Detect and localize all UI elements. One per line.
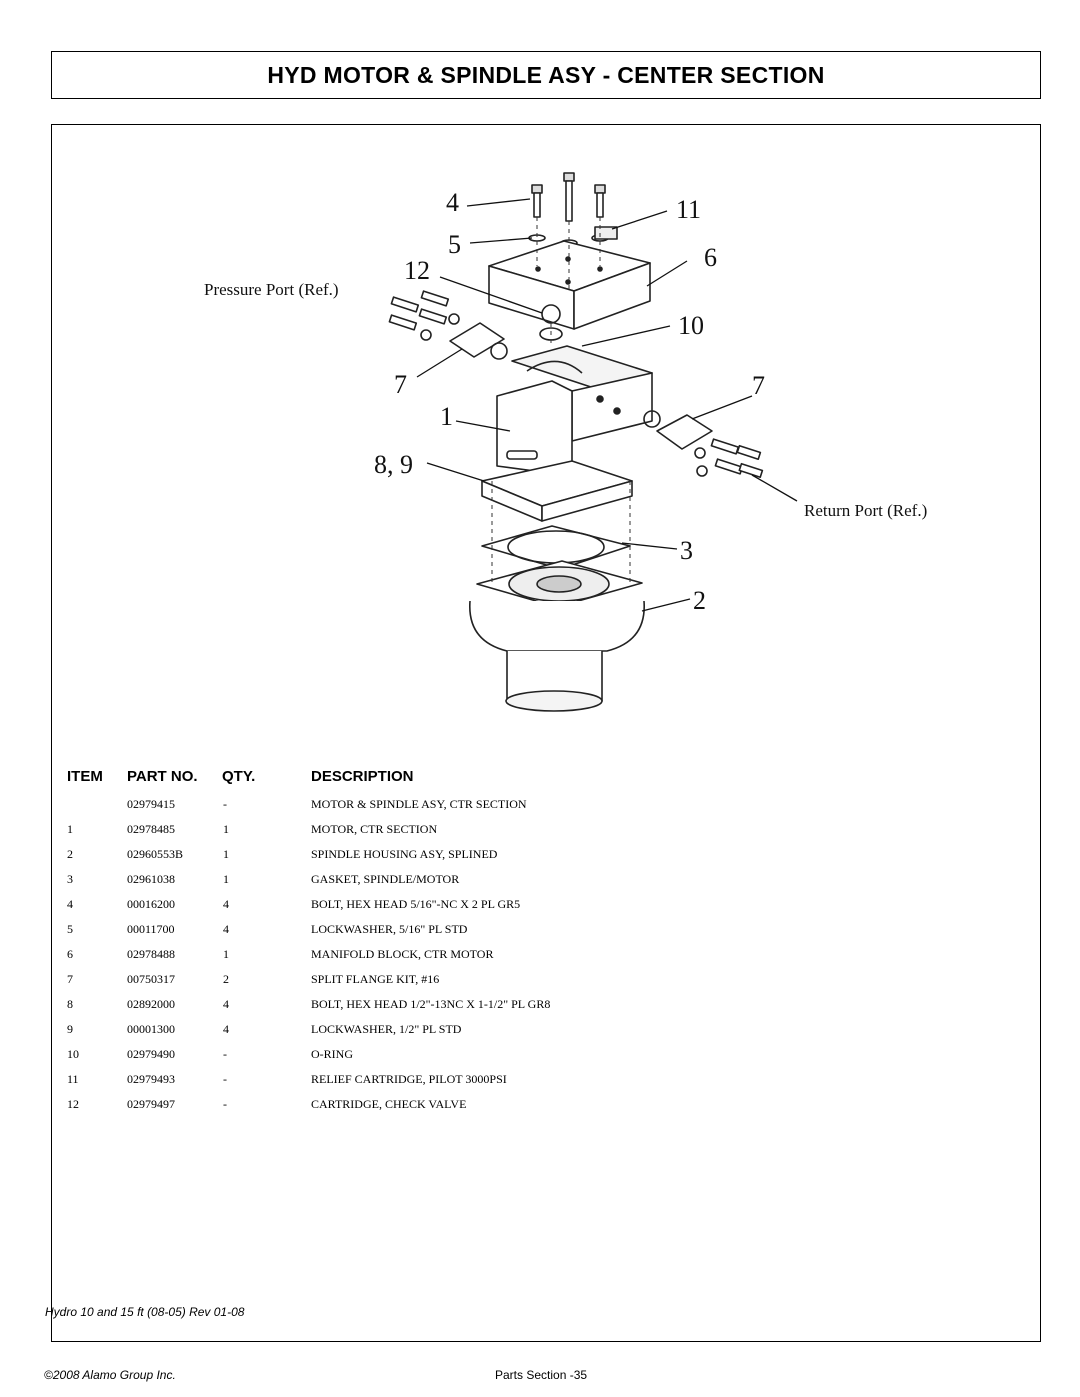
part-number-cell: 02979497 — [127, 1097, 175, 1111]
title-box: HYD MOTOR & SPINDLE ASY - CENTER SECTION — [51, 51, 1041, 99]
callout-label: 5 — [448, 230, 461, 259]
description-cell: MOTOR & SPINDLE ASY, CTR SECTION — [311, 797, 527, 811]
callout-label: 3 — [680, 536, 693, 565]
callout-label: 2 — [693, 586, 706, 615]
callout-label: 4 — [446, 188, 459, 217]
description-cell: MANIFOLD BLOCK, CTR MOTOR — [311, 947, 494, 961]
pressure-port-label: Pressure Port (Ref.) — [204, 280, 339, 299]
quantity-cell: - — [223, 1072, 227, 1086]
part-number-cell: 00011700 — [127, 922, 175, 936]
part-number-cell: 00750317 — [127, 972, 175, 986]
quantity-cell: 1 — [223, 822, 229, 836]
quantity-cell: 1 — [223, 847, 229, 861]
description-cell: GASKET, SPINDLE/MOTOR — [311, 872, 460, 886]
callout-label: 7 — [752, 371, 765, 400]
part-number-cell: 02979490 — [127, 1047, 175, 1061]
callout-label: 7 — [394, 370, 407, 399]
bolt-icon — [531, 172, 606, 222]
description-cell: SPINDLE HOUSING ASY, SPLINED — [311, 847, 498, 861]
item-cell: 4 — [67, 897, 73, 911]
item-cell: 8 — [67, 997, 73, 1011]
table-row: 4 00016200 4 BOLT, HEX HEAD 5/16"-NC X 2 PL… — [52, 897, 1042, 922]
part-number-cell: 02979415 — [127, 797, 175, 811]
motor-icon — [481, 345, 653, 522]
table-row: 12 02979497 - CARTRIDGE, CHECK VALVE — [52, 1097, 1042, 1122]
page-title: HYD MOTOR & SPINDLE ASY - CENTER SECTION — [267, 61, 825, 88]
table-row: 5 00011700 4 LOCKWASHER, 5/16" PL STD — [52, 922, 1042, 947]
quantity-cell: 1 — [223, 947, 229, 961]
copyright-text: ©2008 Alamo Group Inc. — [44, 1368, 176, 1382]
description-cell: LOCKWASHER, 5/16" PL STD — [311, 922, 468, 936]
quantity-cell: 4 — [223, 1022, 229, 1036]
quantity-cell: - — [223, 1097, 227, 1111]
table-row: 02979415 - MOTOR & SPINDLE ASY, CTR SECTIO… — [52, 797, 1042, 822]
parts-panel: 4 5 11 12 6 10 7 7 1 8, 9 3 2 Pressure P… — [45, 124, 1042, 1342]
item-cell: 12 — [67, 1097, 79, 1111]
column-header-qty: QTY. — [222, 768, 256, 785]
description-cell: O-RING — [311, 1047, 353, 1061]
quantity-cell: 1 — [223, 872, 229, 886]
part-number-cell: 02960553B — [127, 847, 184, 861]
table-row: 8 02892000 4 BOLT, HEX HEAD 1/2"-13NC X 1-1… — [52, 997, 1042, 1022]
table-row: 3 02961038 1 GASKET, SPINDLE/MOTOR — [52, 872, 1042, 897]
table-row: 1 02978485 1 MOTOR, CTR SECTION — [52, 822, 1042, 847]
callout-label: 1 — [440, 402, 453, 431]
spindle-housing-icon — [469, 560, 645, 712]
part-number-cell: 02978488 — [127, 947, 175, 961]
callout-label: 11 — [676, 195, 701, 224]
item-cell: 1 — [67, 822, 73, 836]
exploded-view-diagram: 4 5 11 12 6 10 7 7 1 8, 9 3 2 Pressure P… — [204, 172, 927, 712]
description-cell: LOCKWASHER, 1/2" PL STD — [311, 1022, 462, 1036]
item-cell: 7 — [67, 972, 73, 986]
part-number-cell: 02961038 — [127, 872, 175, 886]
quantity-cell: 4 — [223, 897, 229, 911]
column-header-item: ITEM — [67, 768, 103, 785]
quantity-cell: 4 — [223, 997, 229, 1011]
description-cell: MOTOR, CTR SECTION — [311, 822, 438, 836]
description-cell: BOLT, HEX HEAD 5/16"-NC X 2 PL GR5 — [311, 897, 521, 911]
description-cell: BOLT, HEX HEAD 1/2"-13NC X 1-1/2" PL GR8 — [311, 997, 551, 1011]
table-row: 6 02978488 1 MANIFOLD BLOCK, CTR MOTOR — [52, 947, 1042, 972]
table-row: 11 02979493 - RELIEF CARTRIDGE, PILOT 3000P… — [52, 1072, 1042, 1097]
part-number-cell: 02979493 — [127, 1072, 175, 1086]
document-revision: Hydro 10 and 15 ft (08-05) Rev 01-08 — [45, 1305, 245, 1319]
item-cell: 2 — [67, 847, 73, 861]
column-header-part: PART NO. — [127, 768, 198, 785]
table-row: 9 00001300 4 LOCKWASHER, 1/2" PL STD — [52, 1022, 1042, 1047]
item-cell: 9 — [67, 1022, 73, 1036]
item-cell: 10 — [67, 1047, 79, 1061]
callout-label: 6 — [704, 243, 717, 272]
quantity-cell: - — [223, 797, 227, 811]
callout-label: 8, 9 — [374, 450, 413, 479]
split-flange-right-icon — [643, 410, 764, 479]
return-port-label: Return Port (Ref.) — [804, 501, 927, 520]
part-number-cell: 02978485 — [127, 822, 175, 836]
item-cell: 5 — [67, 922, 73, 936]
item-cell: 11 — [67, 1072, 79, 1086]
table-row: 2 02960553B 1 SPINDLE HOUSING ASY, SPLINED — [52, 847, 1042, 872]
item-cell: 3 — [67, 872, 73, 886]
part-number-cell: 00016200 — [127, 897, 175, 911]
item-cell: 6 — [67, 947, 73, 961]
split-flange-left-icon — [388, 290, 508, 360]
table-row: 10 02979490 - O-RING — [52, 1047, 1042, 1072]
part-number-cell: 00001300 — [127, 1022, 175, 1036]
part-number-cell: 02892000 — [127, 997, 175, 1011]
callout-label: 10 — [678, 311, 704, 340]
description-cell: CARTRIDGE, CHECK VALVE — [311, 1097, 467, 1111]
quantity-cell: 2 — [223, 972, 229, 986]
page-number: Parts Section -35 — [495, 1368, 588, 1382]
description-cell: SPLIT FLANGE KIT, #16 — [311, 972, 440, 986]
quantity-cell: - — [223, 1047, 227, 1061]
quantity-cell: 4 — [223, 922, 229, 936]
callout-label: 12 — [404, 256, 430, 285]
column-header-description: DESCRIPTION — [311, 768, 414, 785]
table-row: 7 00750317 2 SPLIT FLANGE KIT, #16 — [52, 972, 1042, 997]
description-cell: RELIEF CARTRIDGE, PILOT 3000PSI — [311, 1072, 507, 1086]
